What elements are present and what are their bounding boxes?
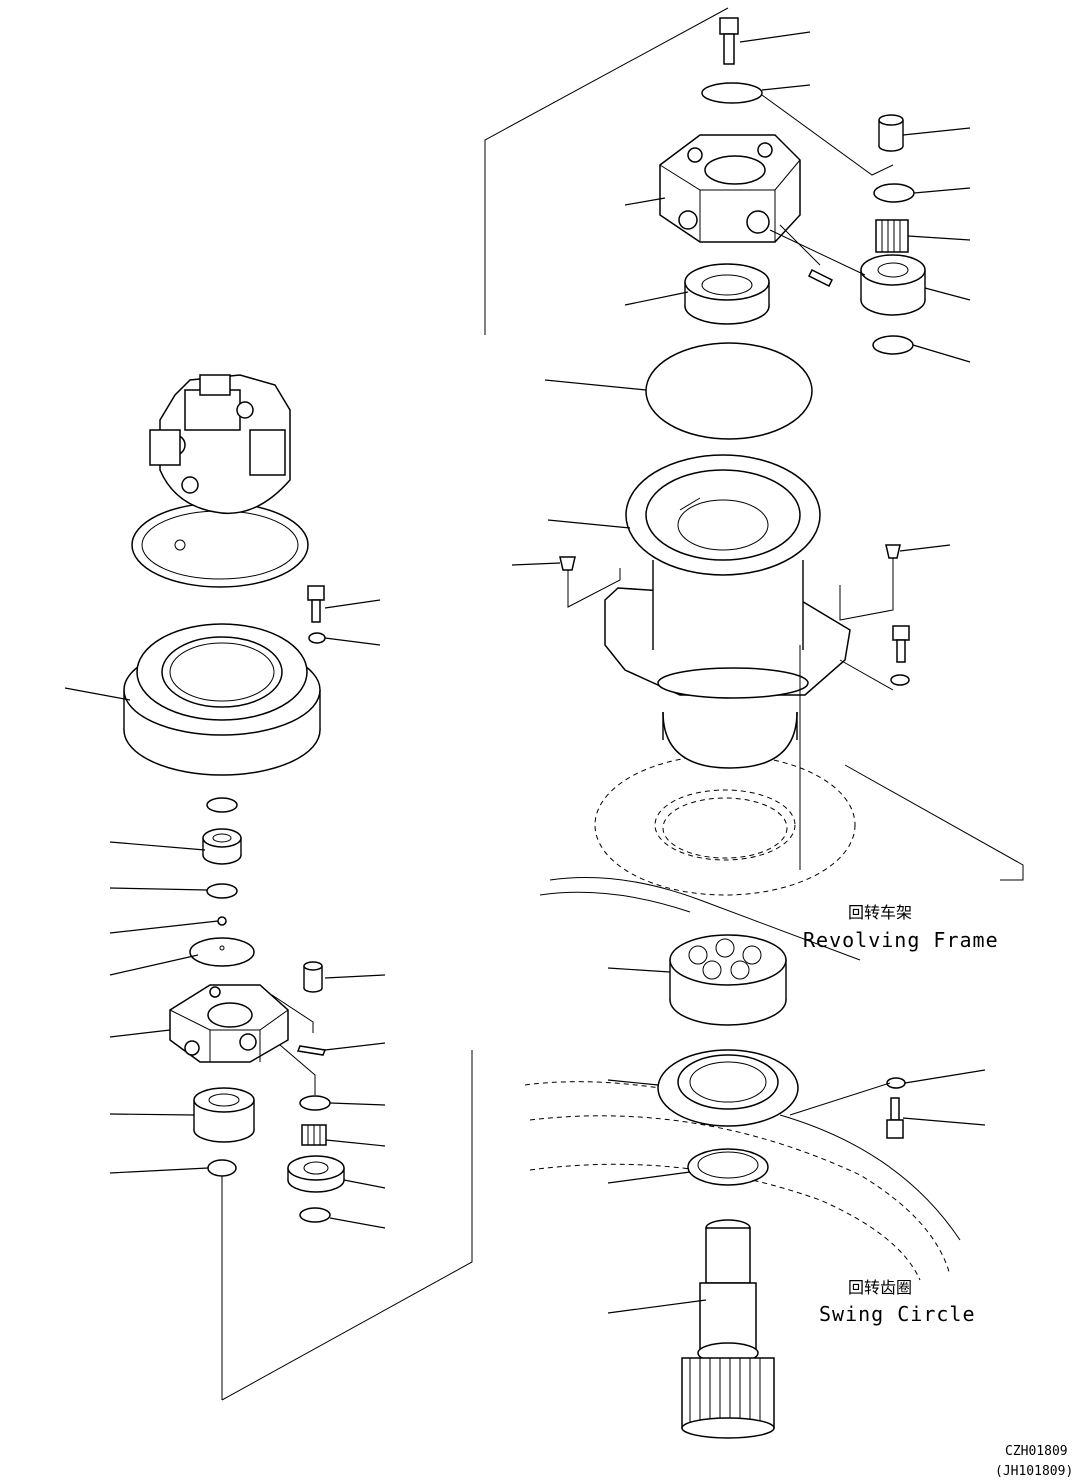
planet-carrier-left — [169, 984, 289, 1063]
spherical-bearing-lower — [669, 934, 787, 1026]
spherical-bearing-right — [684, 263, 770, 325]
plate-right-top — [701, 82, 763, 104]
swing-circle-label-cn: 回转齿圈 — [848, 1278, 912, 1297]
assembly-bracket-lines — [221, 7, 729, 1401]
o-ring-left-small — [206, 797, 238, 813]
washer-right-a — [873, 183, 915, 203]
swing-circle-label-en: Swing Circle — [819, 1302, 976, 1326]
bolt-right-top — [719, 17, 739, 65]
thrust-washer-left — [206, 883, 238, 899]
needle-bearing-right — [875, 219, 909, 253]
ring-gear-housing — [123, 623, 321, 776]
gear-bearing-left — [287, 1155, 345, 1193]
bearing-left-small — [202, 828, 242, 865]
washer-left-a — [299, 1095, 331, 1111]
washer-left-top — [308, 632, 326, 644]
oil-seal-lower — [687, 1148, 769, 1186]
needle-bearing-left — [301, 1124, 327, 1146]
thrust-plate-left — [189, 937, 255, 967]
gear-bearing-right — [860, 254, 926, 316]
swing-pinion-shaft — [681, 1219, 775, 1439]
roll-pin-right — [807, 268, 834, 288]
roll-pin-left — [296, 1045, 327, 1056]
leader-lines-right — [511, 31, 986, 1314]
washer-left-b — [299, 1207, 331, 1223]
washer-right-b — [872, 335, 914, 355]
swing-circle-outline — [524, 1081, 961, 1281]
bolt-left-top — [307, 585, 325, 623]
large-o-ring — [645, 342, 813, 440]
pin-right-top — [878, 114, 904, 152]
thrust-washer-left-lower — [207, 1159, 237, 1177]
ball-left — [217, 916, 227, 926]
bolt-right-side — [892, 625, 910, 663]
leader-lines-left — [64, 599, 386, 1229]
washer-right-side — [890, 674, 910, 686]
bearing-cage-lower — [657, 1049, 799, 1127]
planet-carrier-right — [659, 134, 801, 243]
plug-left — [559, 556, 576, 571]
pin-left — [303, 961, 323, 993]
pinion-housing-lower — [662, 711, 798, 769]
bolt-right-lower — [886, 1097, 904, 1139]
revolving-frame-label-en: Revolving Frame — [803, 928, 999, 952]
drawing-code: CZH01809 — [1005, 1444, 1068, 1459]
planet-gear-left — [193, 1087, 255, 1143]
revolving-frame-label-cn: 回转车架 — [848, 903, 912, 922]
drawing-code-alt: (JH101809) — [995, 1464, 1073, 1479]
swing-machinery-case — [604, 454, 851, 699]
plug-right — [885, 544, 901, 559]
swing-motor — [131, 374, 309, 588]
